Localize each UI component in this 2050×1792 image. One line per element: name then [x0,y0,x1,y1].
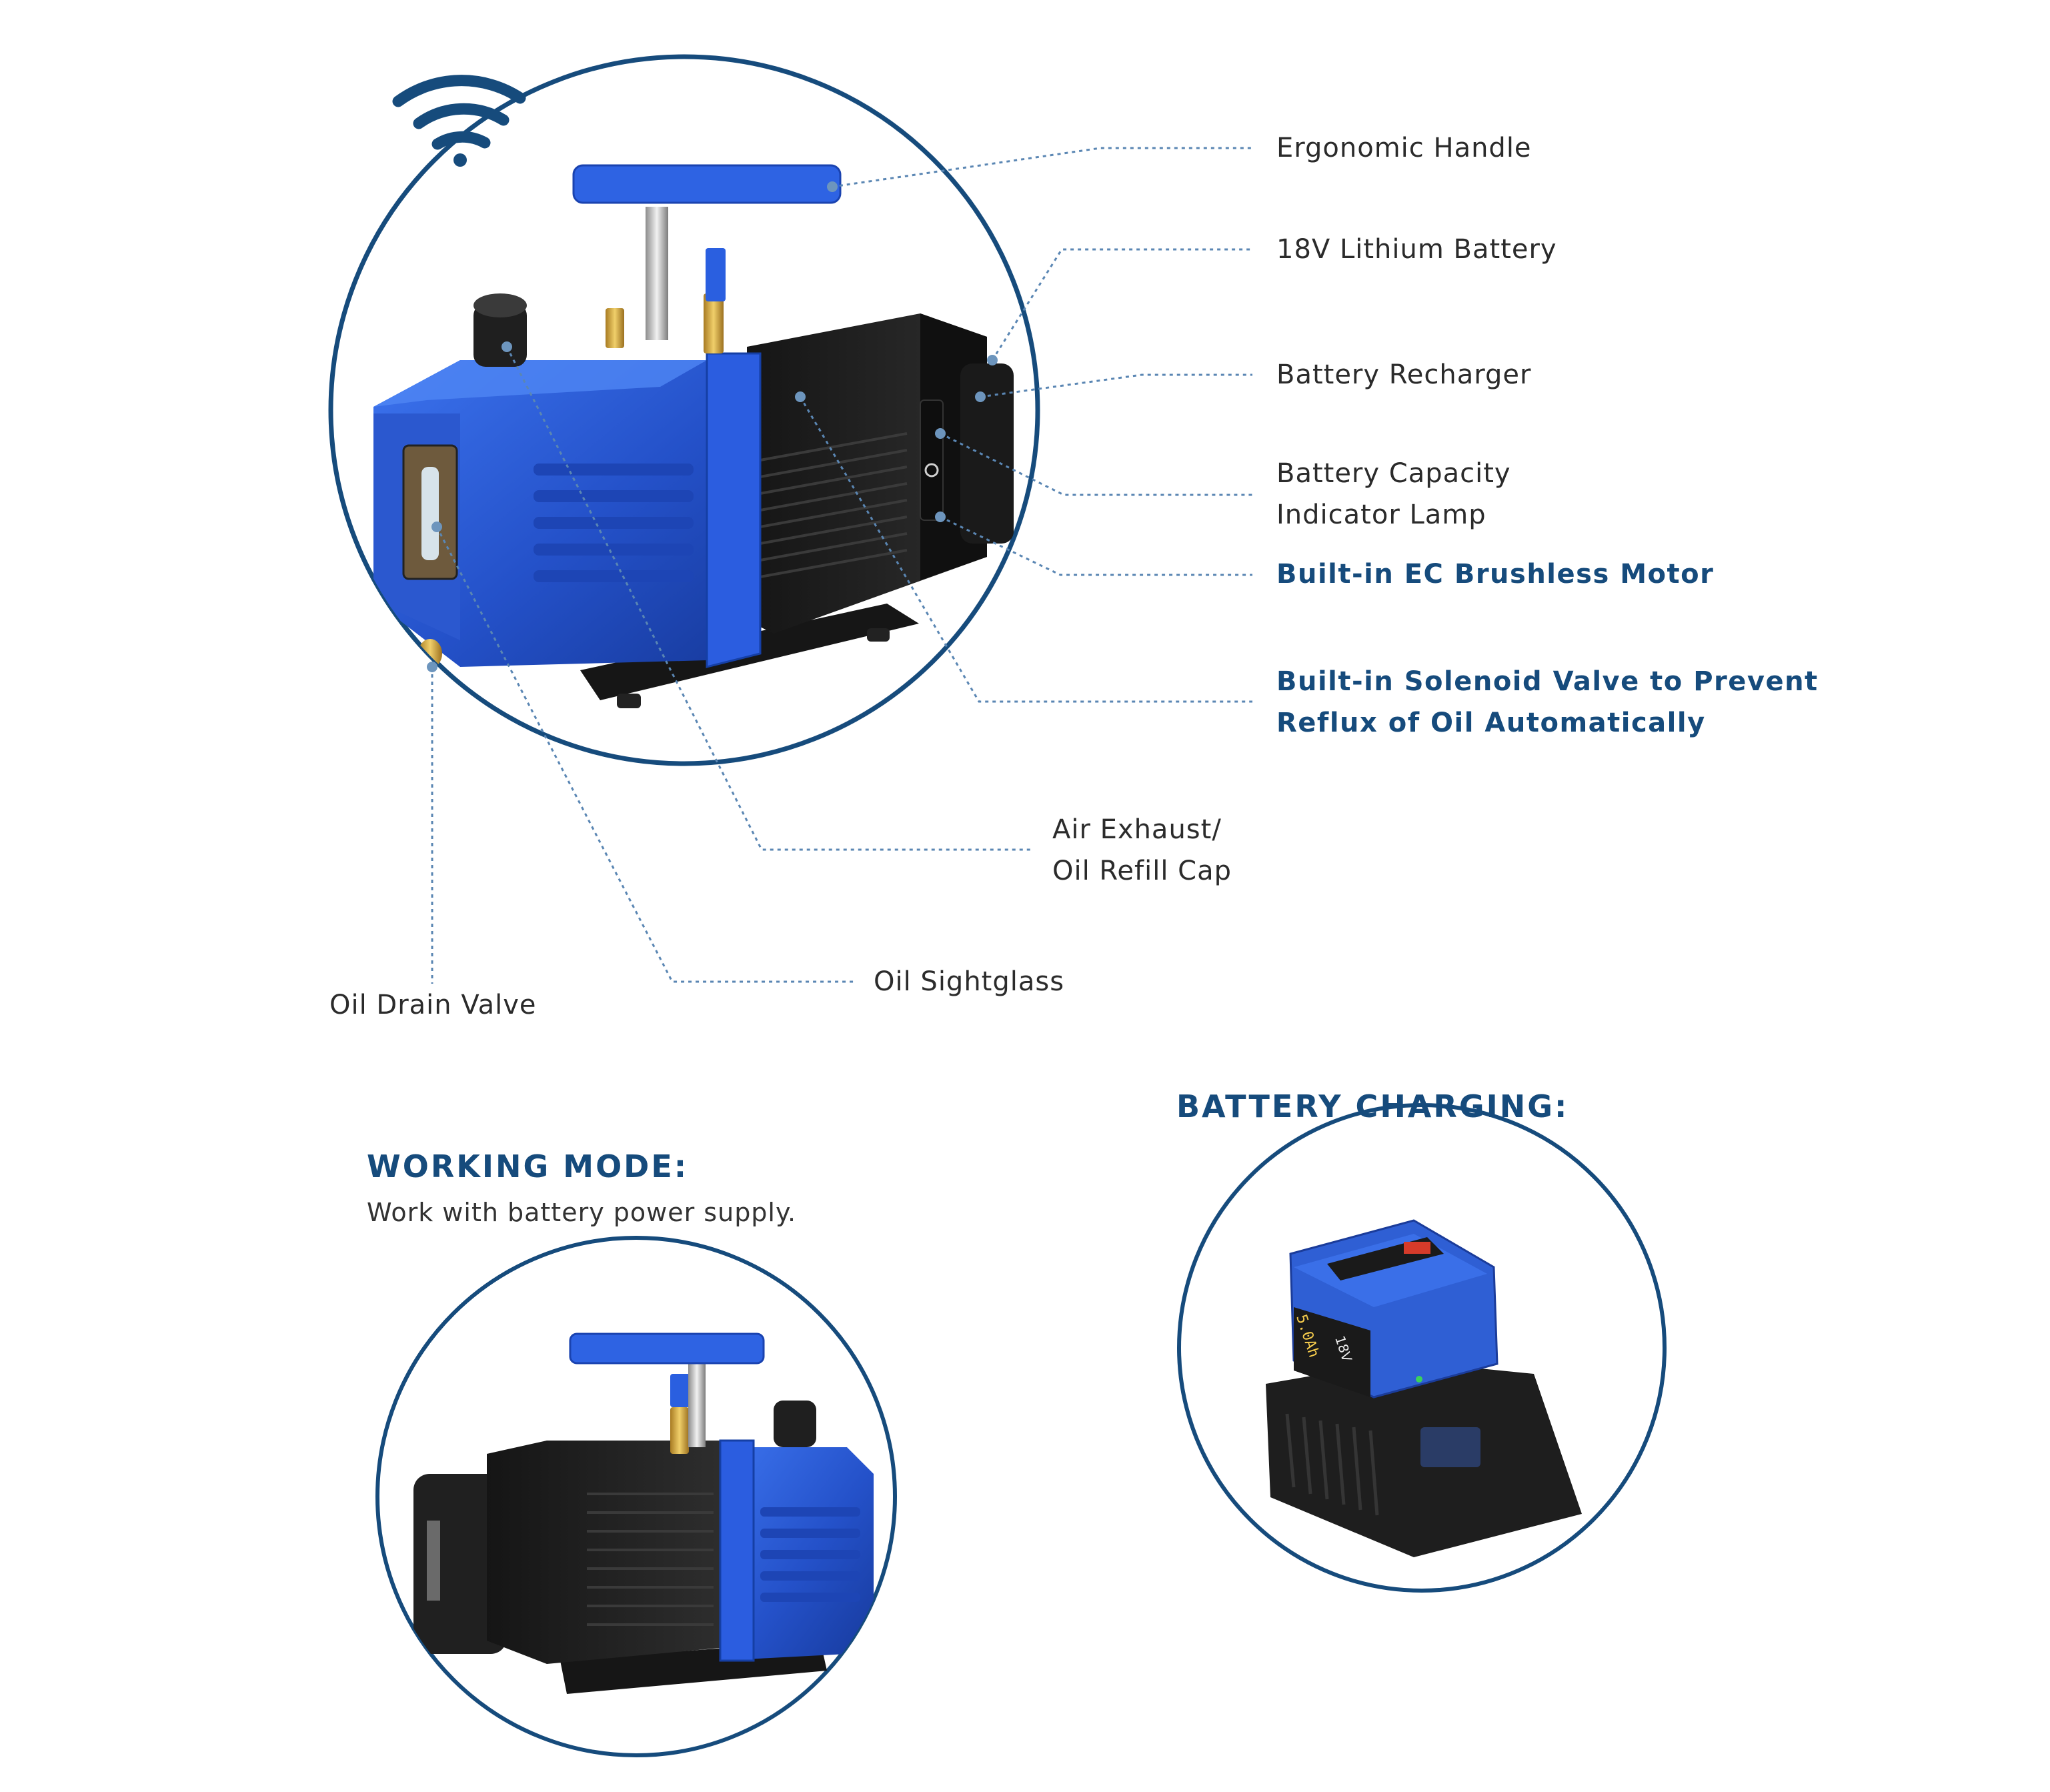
foot [617,694,641,708]
motor-housing [487,1441,727,1664]
pump-ribs [760,1507,860,1602]
handle-post [688,1361,706,1447]
battery-pack [960,363,1014,544]
label-solenoid-line2: Reflux of Oil Automatically [1276,708,1706,738]
working-mode-text: Work with battery power supply. [367,1198,797,1227]
brass-fitting [670,1407,689,1454]
label-solenoid-valve: Built-in Solenoid Valve to Prevent Reflu… [1276,661,1819,744]
label-brushless-motor: Built-in EC Brushless Motor [1276,559,1715,590]
label-battery-recharger: Battery Recharger [1276,359,1532,390]
label-capacity-line2: Indicator Lamp [1276,500,1486,530]
ergonomic-handle-bar [572,164,842,204]
battery-pack [413,1474,507,1654]
indicator-panel [920,399,944,521]
battery-charging-illustration [1177,1103,1667,1593]
pump-body [373,360,754,667]
label-capacity-line1: Battery Capacity [1276,458,1511,489]
label-ergonomic-handle: Ergonomic Handle [1276,133,1532,163]
oil-cap [473,303,527,367]
pump-strap [706,352,762,668]
main-circle-frame [328,54,1040,766]
charger-vents [1285,1413,1379,1516]
brass-fitting [606,308,624,348]
motor-cooling-fins [587,1493,714,1626]
handle-post [646,207,668,340]
label-air-exhaust: Air Exhaust/ Oil Refill Cap [1052,809,1232,892]
pump-ribs [534,464,694,582]
pump-strap [719,1439,755,1662]
wifi-icon [392,75,526,167]
gauge-port [670,1374,690,1407]
working-mode-title: WORKING MODE: [367,1148,689,1184]
working-mode-illustration [375,1236,897,1757]
oil-cap-top [473,293,527,317]
label-air-exhaust-line1: Air Exhaust/ [1052,814,1222,845]
power-button-icon [924,463,939,478]
foot [867,628,890,642]
battery-brand-mark [1404,1242,1430,1254]
handle-bar [569,1332,765,1365]
label-oil-drain-valve: Oil Drain Valve [329,990,537,1020]
charging-circle-frame [1177,1103,1667,1593]
charge-led [1416,1376,1422,1383]
oil-cap [774,1401,816,1447]
leader-dots [427,181,998,672]
leader-lines [431,147,1252,984]
battery-front [1294,1307,1370,1397]
label-lithium-battery: 18V Lithium Battery [1276,234,1557,265]
battery-label [427,1521,440,1601]
main-pump-illustration [328,54,1040,766]
battery-charging-title: BATTERY CHARGING: [1176,1088,1569,1124]
label-air-exhaust-line2: Oil Refill Cap [1052,856,1232,886]
sightglass-window [421,467,439,560]
label-solenoid-line1: Built-in Solenoid Valve to Prevent [1276,666,1819,697]
label-oil-sightglass: Oil Sightglass [874,966,1065,997]
working-circle-frame [375,1236,897,1757]
gauge-port [706,248,726,301]
pump-body-top [373,360,707,407]
brass-fitting [704,293,724,353]
charger-port [1420,1427,1480,1467]
label-capacity-indicator: Battery Capacity Indicator Lamp [1276,453,1511,536]
